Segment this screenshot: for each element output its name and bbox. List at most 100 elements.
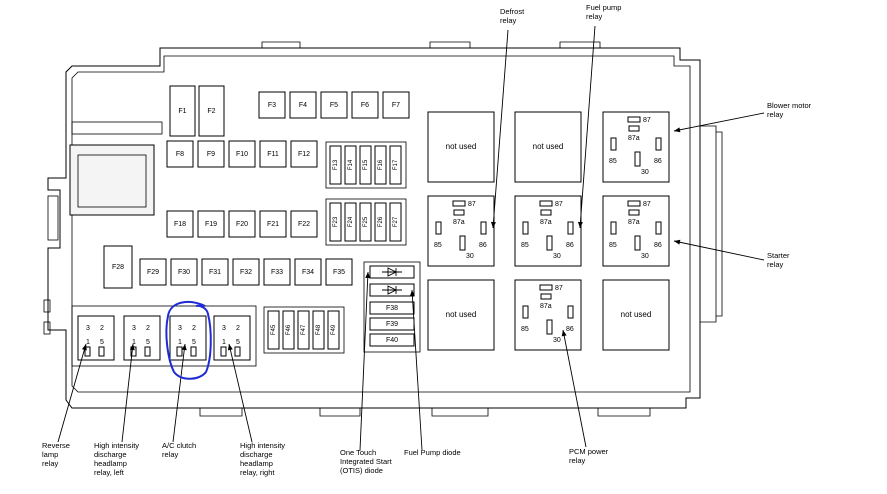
fuse-f47: F47 <box>297 310 310 350</box>
fuse-f23: F23 <box>329 202 342 242</box>
fuse-f20: F20 <box>228 210 256 238</box>
fuse-label: F26 <box>378 216 384 227</box>
not-used-label: not used <box>446 310 477 319</box>
pin-label: 1 <box>222 339 226 346</box>
fuse-f17: F17 <box>389 145 402 185</box>
relay-body <box>213 315 251 361</box>
fuse-f49: F49 <box>327 310 340 350</box>
pin-87-label: 87 <box>643 201 651 208</box>
pin-30-label: 30 <box>641 169 649 176</box>
callout-label: PCM power <box>569 447 609 456</box>
fuse-label: F45 <box>271 324 277 335</box>
relay-body <box>514 111 582 183</box>
callout-arrow <box>57 343 87 443</box>
pin-30-label: 30 <box>553 337 561 344</box>
fuse-label: F32 <box>240 269 252 276</box>
fuse-body <box>320 91 348 119</box>
callout-label: relay <box>586 12 603 21</box>
pin-87-label: 87 <box>468 201 476 208</box>
fuse-f6: F6 <box>351 91 379 119</box>
pin-85 <box>610 137 617 151</box>
fuse-label: F6 <box>361 102 369 109</box>
arrowhead <box>490 221 496 228</box>
diode-fuse-stack <box>363 261 421 353</box>
fuse-body <box>197 210 225 238</box>
fuse-body <box>297 310 310 350</box>
fuse-label: F49 <box>331 324 337 335</box>
arrow-line <box>673 112 765 132</box>
fuse-label: F9 <box>207 151 215 158</box>
fuse-label: F11 <box>267 151 279 158</box>
fuse-label: F15 <box>363 159 369 170</box>
fuse-body <box>389 145 402 185</box>
pin-86 <box>567 221 574 235</box>
pin-87 <box>627 200 641 207</box>
arrowhead <box>365 272 371 279</box>
fuse-f18: F18 <box>166 210 194 238</box>
pin-87-label: 87 <box>555 285 563 292</box>
callout-label: Integrated Start <box>340 457 393 466</box>
fuse-block-frame <box>263 306 345 354</box>
pin <box>176 346 183 357</box>
relay-body <box>427 111 495 183</box>
callout-arrow <box>673 112 765 133</box>
fuse-label: F18 <box>174 221 186 228</box>
pin-87 <box>452 200 466 207</box>
arrow-line <box>57 343 87 443</box>
fuse-label: F20 <box>236 221 248 228</box>
callout-label: Blower motor <box>767 101 812 110</box>
callout-label: Fuel Pump diode <box>404 448 461 457</box>
fuse-label: F31 <box>209 269 221 276</box>
fuse-body <box>374 202 387 242</box>
fuse-f15: F15 <box>359 145 372 185</box>
callout-label: relay, left <box>94 468 125 477</box>
fuse-body <box>327 310 340 350</box>
fuse-f40: F40 <box>369 333 415 347</box>
fuse-body <box>259 210 287 238</box>
pin-label: 2 <box>192 325 196 332</box>
pin-label: 5 <box>100 339 104 346</box>
pin-86 <box>567 305 574 319</box>
callout-label: discharge <box>240 450 273 459</box>
pin-label: 1 <box>178 339 182 346</box>
fuse-body <box>282 310 295 350</box>
pin <box>84 346 91 357</box>
fuse-f2: F2 <box>198 85 225 137</box>
pin-87 <box>539 200 553 207</box>
not-used-label: not used <box>621 310 652 319</box>
pin-label: 5 <box>192 339 196 346</box>
fuse-body <box>290 140 318 168</box>
pin-label: 5 <box>236 339 240 346</box>
relay-not-used: not used <box>602 279 670 351</box>
callout-arrow <box>561 329 587 448</box>
callout-label: Defrost <box>500 7 525 16</box>
pin-85 <box>610 221 617 235</box>
arrow-line <box>172 343 186 443</box>
not-used-label: not used <box>446 142 477 151</box>
fuse-label: F21 <box>267 221 279 228</box>
fuse-label: F3 <box>268 102 276 109</box>
pin-87a-label: 87a <box>540 303 552 310</box>
pin-label: 5 <box>146 339 150 346</box>
pin-30 <box>459 235 466 251</box>
fuse-body <box>139 258 167 286</box>
fuse-label: F7 <box>392 102 400 109</box>
relay-body <box>169 315 207 361</box>
fuse-body <box>329 202 342 242</box>
arrowhead <box>81 344 87 351</box>
fuse-body <box>329 145 342 185</box>
fuse-label: F1 <box>178 108 186 115</box>
diode-symbol <box>382 267 402 277</box>
pin-87a-label: 87a <box>628 135 640 142</box>
fuse-body <box>103 245 133 289</box>
